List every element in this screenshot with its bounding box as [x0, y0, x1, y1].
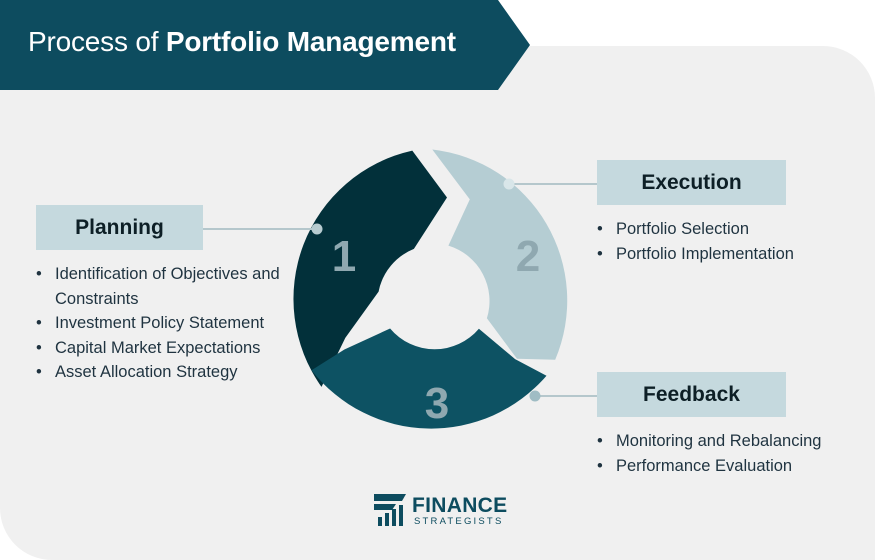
feedback-list: Monitoring and Rebalancing Performance E… — [597, 429, 867, 478]
list-item: Portfolio Implementation — [597, 242, 867, 267]
finance-strategists-logo: FINANCE STRATEGISTS — [372, 492, 512, 532]
logo-wordmark: FINANCE — [412, 494, 508, 517]
connector-dot-execution — [503, 178, 515, 190]
execution-list: Portfolio Selection Portfolio Implementa… — [597, 217, 867, 266]
logo-subtitle: STRATEGISTS — [414, 516, 504, 527]
cycle-segment-execution — [432, 149, 568, 360]
cycle-segment-planning — [293, 150, 447, 387]
connector-dot-feedback — [529, 390, 541, 402]
list-item: Monitoring and Rebalancing — [597, 429, 867, 454]
list-item: Investment Policy Statement — [36, 311, 286, 336]
cycle-segment-feedback — [311, 328, 547, 429]
planning-list: Identification of Objectives and Constra… — [36, 262, 286, 385]
segment-number-3: 3 — [425, 379, 449, 428]
connector-dot-planning — [311, 223, 323, 235]
list-item: Capital Market Expectations — [36, 336, 286, 361]
logo-mark-icon — [374, 494, 406, 526]
segment-number-2: 2 — [516, 232, 540, 281]
planning-label: Planning — [36, 205, 203, 250]
list-item: Identification of Objectives and Constra… — [36, 262, 286, 311]
title-prefix: Process of — [28, 26, 166, 57]
list-item: Portfolio Selection — [597, 217, 867, 242]
page-title: Process of Portfolio Management — [28, 26, 456, 58]
title-banner — [0, 0, 530, 90]
list-item: Performance Evaluation — [597, 454, 867, 479]
execution-label: Execution — [597, 160, 786, 205]
title-emphasis: Portfolio Management — [165, 26, 456, 57]
segment-number-1: 1 — [332, 232, 356, 281]
feedback-label: Feedback — [597, 372, 786, 417]
list-item: Asset Allocation Strategy — [36, 360, 286, 385]
